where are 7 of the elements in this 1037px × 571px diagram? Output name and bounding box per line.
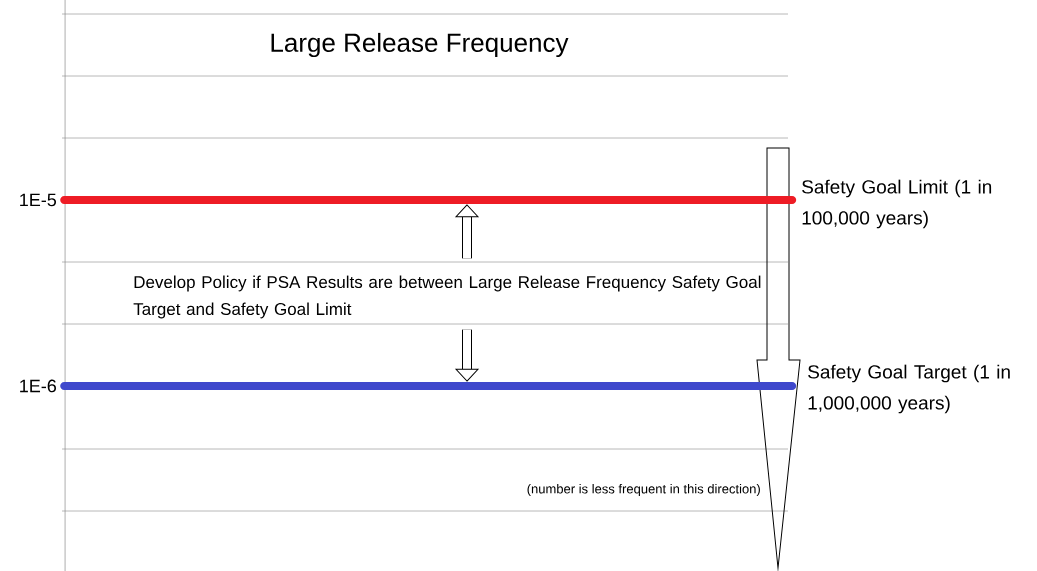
title: Large Release Frequency xyxy=(271,32,569,58)
hollow-arrow xyxy=(455,204,479,259)
policy-text: Develop Policy if PSA Results are between Large Release Frequency Safety Goal Target and Safety Goal Limit xyxy=(133,275,761,319)
hollow-arrow xyxy=(455,329,479,382)
note-text: (number is less frequent in this direction) xyxy=(527,483,760,497)
line-label: Safety Goal Target (1 in 1,000,000 years) xyxy=(808,364,1010,414)
line-label: Safety Goal Limit (1 in 100,000 years) xyxy=(802,179,992,229)
